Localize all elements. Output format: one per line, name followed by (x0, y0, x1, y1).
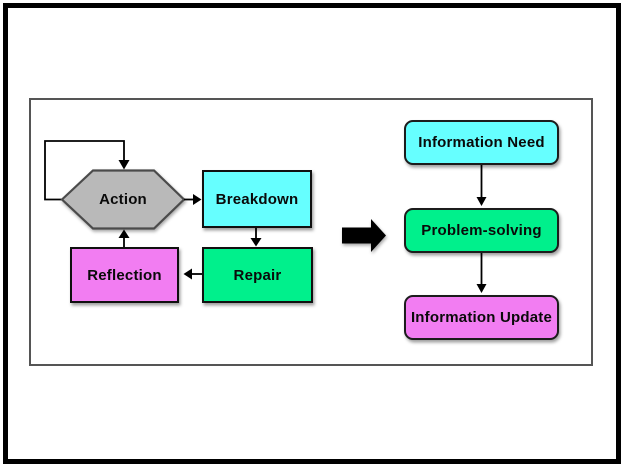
diagram-panel (29, 98, 593, 366)
